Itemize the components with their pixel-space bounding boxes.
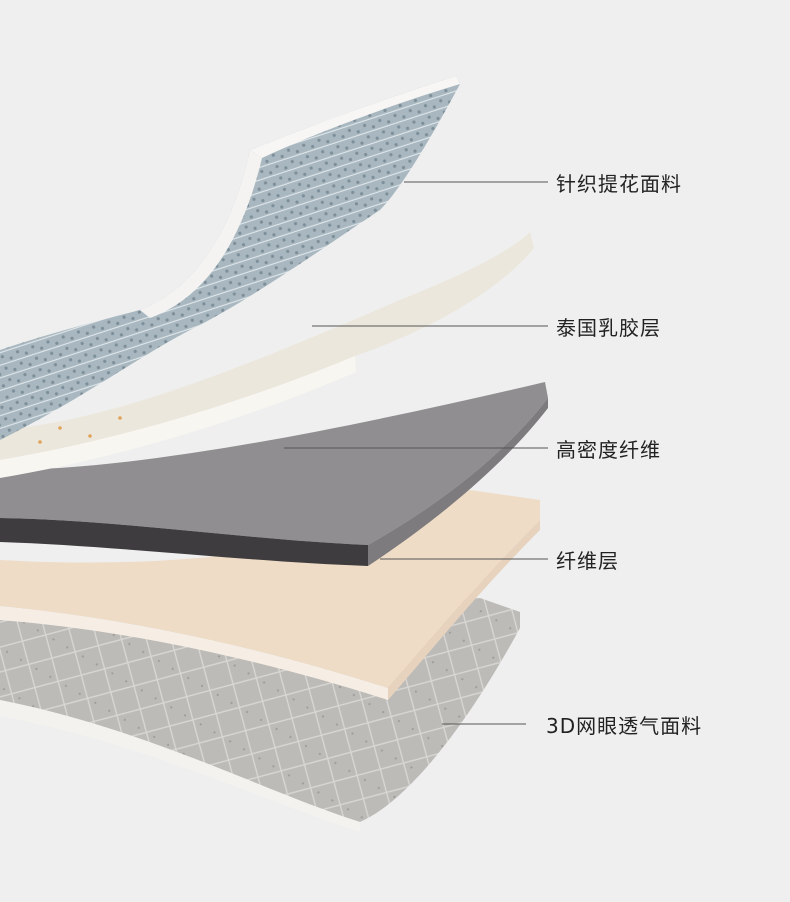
latex-layer bbox=[0, 232, 534, 478]
layer-label-mesh-fabric: 3D网眼透气面料 bbox=[546, 714, 703, 738]
leader-lines bbox=[284, 181, 548, 725]
layer-label-fiber: 纤维层 bbox=[556, 549, 619, 573]
layer-label-high-density-fiber: 高密度纤维 bbox=[556, 438, 661, 462]
layer-label-knit-fabric: 针织提花面料 bbox=[556, 172, 682, 196]
knit-jacquard-fabric-layer bbox=[0, 76, 460, 440]
high-density-fiber-layer bbox=[0, 382, 548, 566]
layer-label-latex: 泰国乳胶层 bbox=[556, 316, 661, 340]
